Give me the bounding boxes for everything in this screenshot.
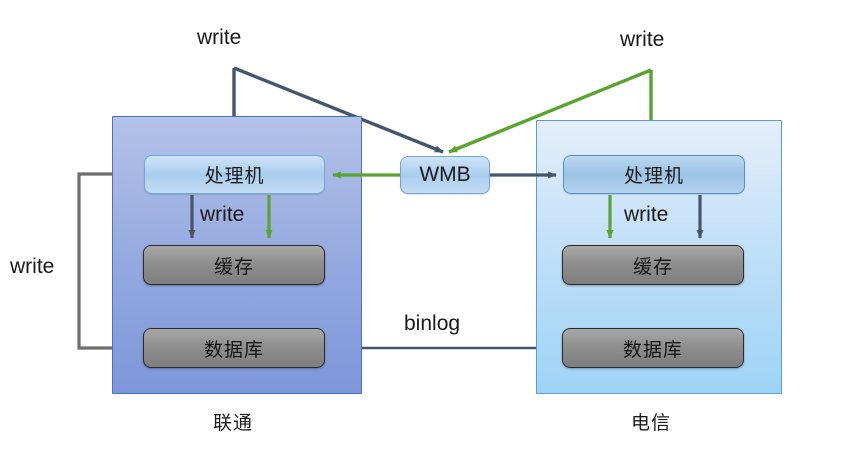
node-left-processor[interactable]: 处理机 xyxy=(144,155,325,194)
label-write-top-left: write xyxy=(197,26,242,49)
label-write-top-right: write xyxy=(620,28,665,51)
caption-panel-unicom: 联通 xyxy=(213,413,254,434)
node-wmb-label: WMB xyxy=(419,163,471,186)
arrow-write-loopback-left xyxy=(77,172,144,352)
node-left-database[interactable]: 数据库 xyxy=(143,328,325,368)
node-left-processor-label: 处理机 xyxy=(204,166,265,187)
label-write-left-inner: write xyxy=(200,203,245,226)
node-left-cache[interactable]: 缓存 xyxy=(143,245,325,285)
arrow-write-left-to-wmb xyxy=(233,66,444,154)
arrow-write-right-to-wmb xyxy=(448,68,652,154)
node-right-processor[interactable]: 处理机 xyxy=(563,155,745,194)
node-wmb[interactable]: WMB xyxy=(400,156,490,194)
node-right-processor-label: 处理机 xyxy=(623,166,684,187)
label-binlog: binlog xyxy=(404,312,461,335)
node-right-database[interactable]: 数据库 xyxy=(562,328,744,368)
node-right-cache[interactable]: 缓存 xyxy=(562,245,744,285)
node-right-cache-label: 缓存 xyxy=(632,256,673,278)
label-write-right-inner: write xyxy=(624,203,669,226)
node-right-database-label: 数据库 xyxy=(622,339,683,361)
label-write-left-outer: write xyxy=(10,255,55,278)
caption-panel-telecom: 电信 xyxy=(631,413,672,434)
node-left-cache-label: 缓存 xyxy=(213,256,254,278)
node-left-database-label: 数据库 xyxy=(203,339,264,361)
